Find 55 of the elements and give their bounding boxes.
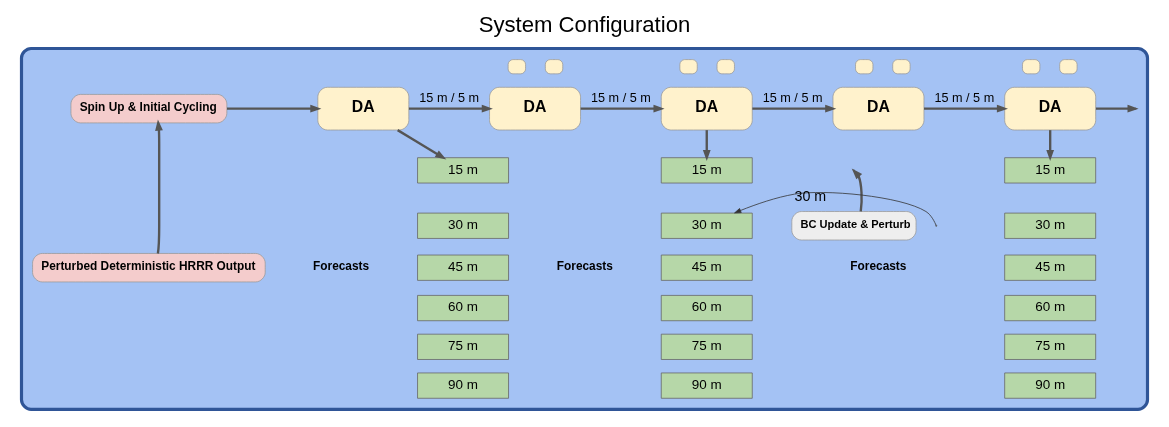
edge-label: 15 m / 5 m (934, 91, 995, 106)
node-box: BC Update & Perturb (791, 211, 917, 241)
node-box: 30 m (660, 212, 753, 239)
edge-label: 15 m / 5 m (591, 91, 651, 106)
node-box (716, 59, 735, 75)
node-box: 15 m (1004, 157, 1097, 184)
node-box: 75 m (660, 333, 753, 360)
node-box: Perturbed Deterministic HRRR Output (32, 253, 266, 283)
node-box: 60 m (660, 295, 753, 322)
arrow (1095, 104, 1139, 113)
arrow (408, 104, 493, 113)
node-box: DA (489, 86, 581, 131)
node-box: DA (317, 86, 410, 131)
node-box: 90 m (660, 372, 753, 399)
label: Forecasts (556, 258, 613, 273)
node-box: 90 m (1004, 372, 1097, 399)
arrow (702, 130, 711, 162)
node-box: 75 m (1004, 333, 1097, 360)
arrow (734, 192, 937, 226)
node-box: DA (1004, 86, 1097, 131)
node-box: 30 m (1004, 212, 1097, 239)
node-box: Spin Up & Initial Cycling (70, 94, 228, 124)
node-box: DA (832, 86, 925, 131)
node-box: 45 m (417, 254, 509, 281)
node-box: 60 m (1004, 295, 1097, 322)
diagram-title: System Configuration (478, 12, 691, 38)
arrow (580, 104, 665, 113)
arrow (1046, 130, 1055, 162)
edge-label: 15 m / 5 m (762, 91, 823, 106)
label: Forecasts (850, 258, 907, 273)
node-box: DA (660, 86, 753, 131)
node-box (892, 59, 911, 75)
node-box (507, 59, 526, 75)
arrow (397, 129, 447, 160)
node-box: 45 m (660, 254, 753, 281)
node-box: 45 m (1004, 254, 1097, 281)
node-box (1059, 59, 1078, 75)
arrow (227, 104, 322, 113)
node-box: 30 m (417, 212, 509, 239)
arrow (155, 119, 163, 254)
node-box (544, 59, 564, 75)
edge-label: 30 m (794, 187, 827, 204)
node-box: 15 m (660, 157, 753, 184)
node-box: 60 m (417, 295, 509, 322)
node-box: 75 m (417, 333, 509, 360)
node-box: 15 m (417, 157, 509, 184)
arrow (752, 104, 837, 113)
cluster (19, 46, 1150, 411)
arrow (924, 104, 1008, 113)
node-box: 90 m (417, 372, 509, 399)
node-box (855, 59, 874, 75)
edge-label: 15 m / 5 m (419, 91, 480, 106)
node-box (679, 59, 698, 75)
node-box (1022, 59, 1041, 75)
label: Forecasts (313, 258, 370, 273)
